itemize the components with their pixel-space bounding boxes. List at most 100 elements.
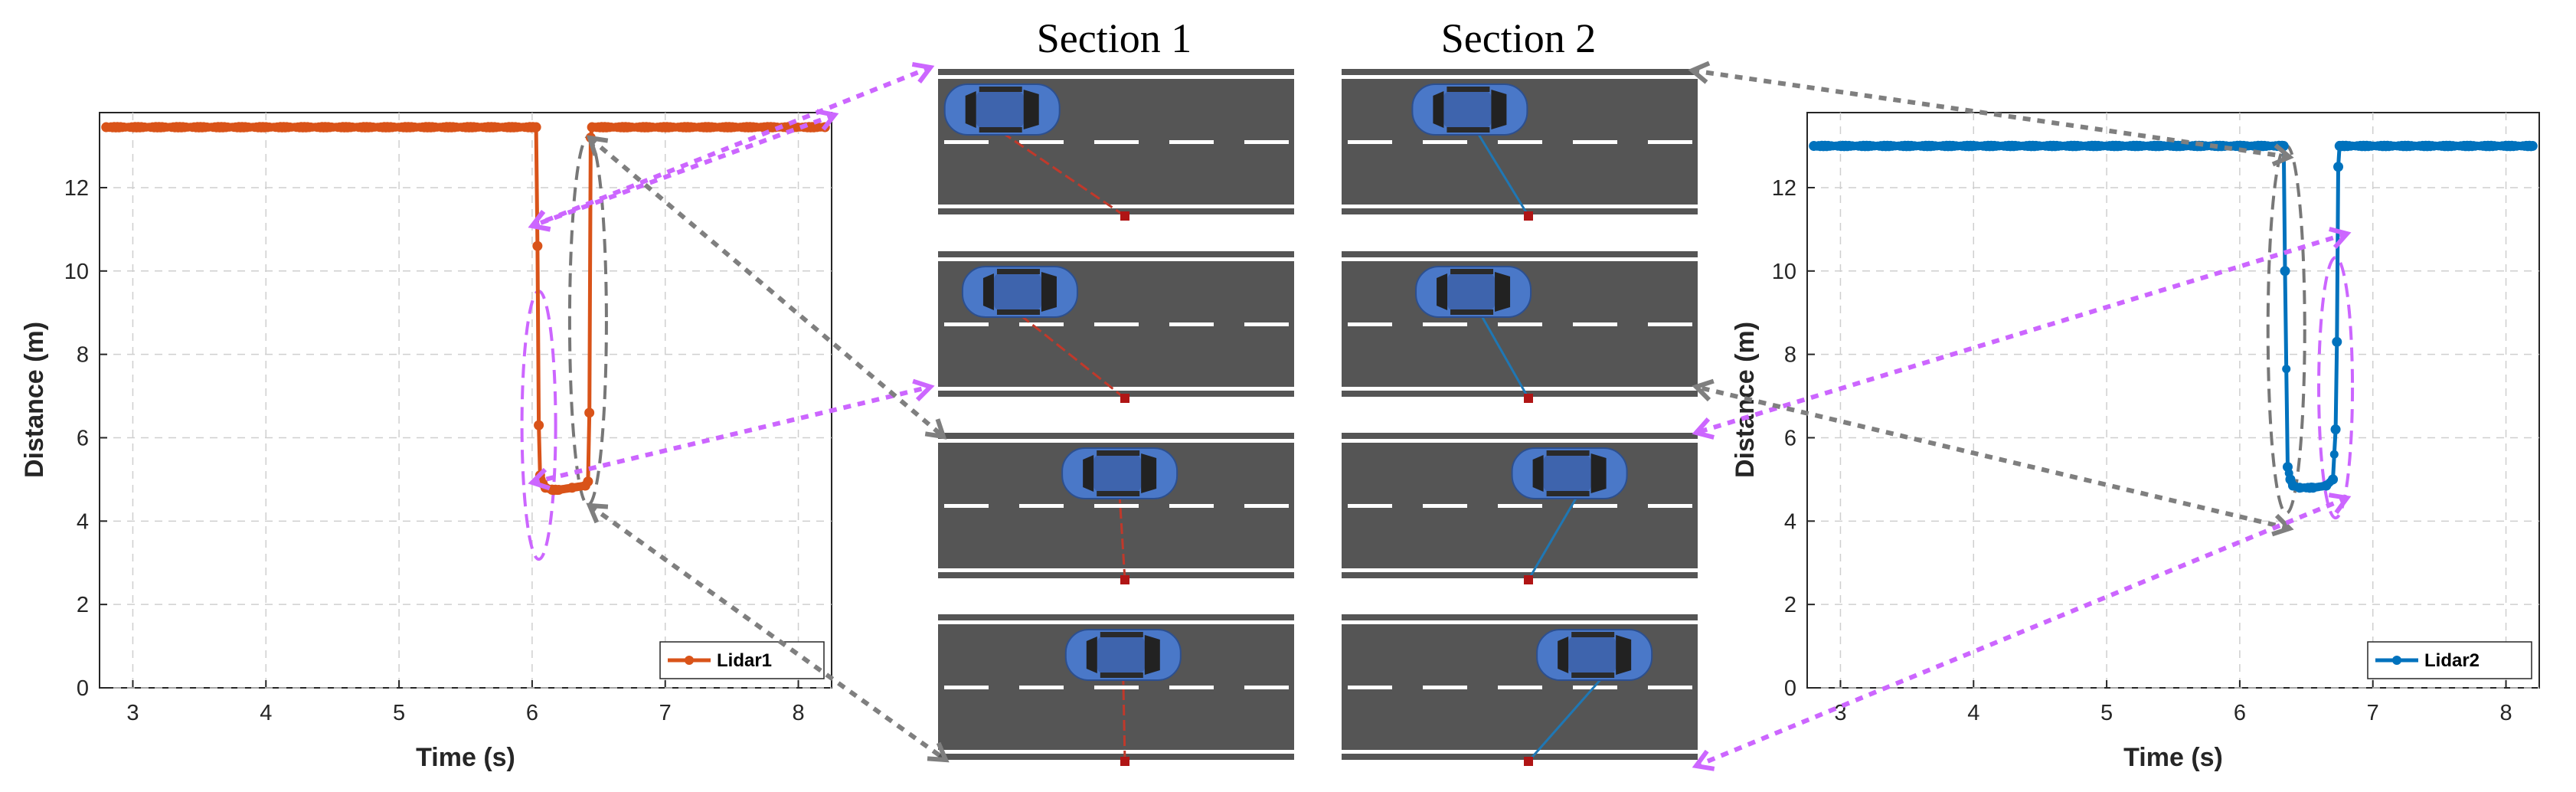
car-roof — [1568, 637, 1617, 673]
data-point — [2294, 483, 2305, 493]
y-axis-title: Distance (m) — [20, 322, 49, 478]
x-tick-label: 4 — [1967, 701, 1979, 725]
lane-dash — [1648, 322, 1692, 326]
car-windshield — [1616, 635, 1632, 675]
arrow-head — [2271, 143, 2294, 167]
lidar-sensor — [1120, 394, 1129, 403]
lane-dash — [1094, 140, 1139, 144]
lane-dash — [1648, 140, 1692, 144]
lane-dash — [1423, 686, 1467, 689]
car-roof — [1543, 455, 1591, 492]
legend: Lidar1 — [659, 641, 825, 679]
y-tick-label: 8 — [77, 343, 89, 368]
car-windshield — [1023, 90, 1039, 129]
car-side-window — [1100, 673, 1143, 678]
data-point — [2330, 424, 2341, 435]
road-edge-bottom — [1342, 387, 1698, 391]
lane-dash — [1019, 504, 1064, 508]
lidar-ray — [1122, 677, 1126, 762]
car-side-window — [996, 269, 1040, 274]
lane-dash — [1244, 686, 1289, 689]
lane-dash — [1348, 140, 1392, 144]
y-tick-label: 0 — [1784, 676, 1796, 701]
lane-dash — [1348, 504, 1392, 508]
car-side-window — [1100, 632, 1143, 637]
car-side-window — [1450, 269, 1494, 274]
x-tick-label: 3 — [126, 701, 139, 725]
lane-dash — [1648, 504, 1692, 508]
y-tick-label: 0 — [77, 676, 89, 701]
car-windshield — [1041, 272, 1057, 312]
lidar-ray — [1001, 131, 1126, 218]
connector-arrow — [1692, 493, 2352, 771]
lane-dash — [1423, 504, 1467, 508]
road-edge-bottom — [1342, 568, 1698, 572]
section-2-title: Section 2 — [1441, 15, 1596, 61]
lidar-sensor — [1120, 575, 1129, 584]
lidar-ray — [1527, 496, 1578, 581]
data-point — [101, 122, 112, 133]
arrow-line — [531, 113, 836, 228]
x-tick-label: 7 — [659, 701, 672, 725]
lane-dash — [1423, 322, 1467, 326]
y-tick-label: 4 — [77, 509, 89, 534]
y-tick-label: 10 — [1772, 260, 1796, 284]
car-rear-window — [1433, 91, 1444, 128]
legend-marker — [2392, 656, 2401, 665]
data-point — [1809, 141, 1819, 152]
road-edge-bottom — [1342, 750, 1698, 754]
data-point — [2308, 483, 2319, 493]
data-point — [567, 483, 577, 493]
lane-dash — [1169, 140, 1214, 144]
lidar-sensor — [1120, 211, 1129, 221]
arrow-line — [531, 385, 931, 485]
x-tick-label: 5 — [393, 701, 405, 725]
car-rear-window — [1086, 637, 1097, 673]
connector-arrow — [528, 109, 839, 232]
lane-dash — [944, 504, 989, 508]
road-scene — [938, 69, 1294, 221]
car-roof — [1097, 637, 1145, 673]
arrow-head — [1692, 378, 1715, 402]
lidar-ray — [1118, 496, 1126, 581]
road-edge-bottom — [938, 205, 1294, 208]
lane-dash — [1169, 322, 1214, 326]
car-rear-window — [1558, 637, 1569, 673]
data-point — [583, 476, 593, 487]
car-roof — [1447, 273, 1496, 310]
y-tick-label: 4 — [1784, 509, 1796, 534]
road-edge-top — [938, 620, 1294, 624]
car-side-window — [1097, 491, 1140, 496]
lane-dash — [1094, 322, 1139, 326]
road-scenes — [938, 69, 1698, 766]
road-edge-top — [938, 75, 1294, 79]
lane-dash — [1648, 686, 1692, 689]
y-tick-label: 12 — [64, 176, 89, 201]
arrow-head — [1692, 749, 1715, 771]
lidar-ray — [1527, 677, 1603, 762]
connector-arrow — [586, 135, 947, 440]
road-scene — [1342, 614, 1698, 766]
x-tick-label: 5 — [2100, 701, 2113, 725]
road-edge-bottom — [938, 387, 1294, 391]
car-rear-window — [982, 273, 994, 310]
arrow-head — [911, 61, 935, 84]
lane-dash — [1348, 322, 1392, 326]
connector-arrow — [528, 378, 935, 491]
legend-label: Lidar1 — [717, 650, 772, 671]
car-side-window — [1571, 673, 1615, 678]
data-point — [2329, 450, 2339, 459]
lane-dash — [1244, 140, 1289, 144]
lane-dash — [1498, 504, 1542, 508]
car-rear-window — [1437, 273, 1448, 310]
connector-arrows — [528, 61, 2352, 771]
lane-dash — [1019, 686, 1064, 689]
lane-dash — [1169, 504, 1214, 508]
car-side-window — [1447, 87, 1490, 92]
y-tick-label: 6 — [1784, 426, 1796, 450]
road-edge-bottom — [938, 750, 1294, 754]
arrow-line — [1695, 231, 2348, 435]
lidar-sensor — [1524, 757, 1533, 766]
x-tick-label: 7 — [2367, 701, 2379, 725]
